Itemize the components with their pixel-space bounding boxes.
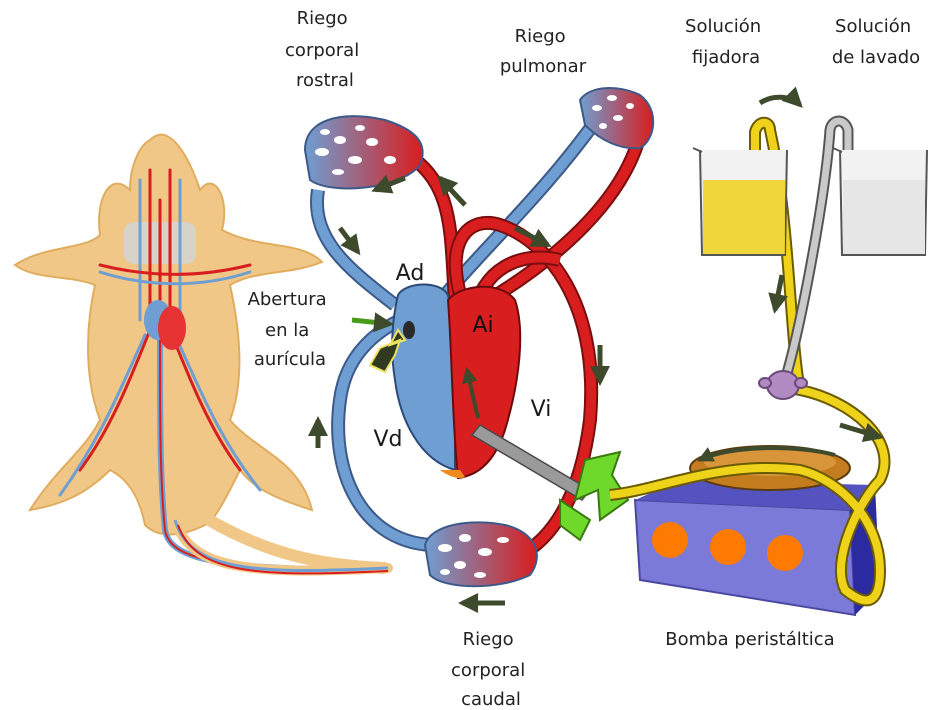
fixative-beaker: [693, 148, 787, 255]
pulmonary-capillary-bed: [580, 88, 653, 148]
mouse-illustration: [15, 135, 388, 574]
atrial-opening: [403, 321, 415, 339]
label-riego-pulmonar: Riego pulmonar: [500, 26, 587, 77]
label-solucion-fijadora: Solución fijadora: [685, 16, 767, 68]
label-riego-rostral: Riego corporal rostral: [285, 8, 365, 91]
label-riego-caudal: Riego corporal caudal: [451, 629, 531, 710]
arrow-pump-top: [760, 97, 800, 105]
pump-knob-3: [767, 535, 803, 571]
arrow-atrial-in: [352, 320, 390, 324]
wash-beaker: [833, 148, 927, 255]
label-vd: Vd: [373, 427, 402, 452]
label-ad: Ad: [396, 261, 425, 286]
label-solucion-lavado: Solución de lavado: [832, 16, 920, 68]
caudal-capillary-bed: [425, 522, 537, 586]
pump-knob-2: [710, 529, 746, 565]
arrow-rostral-descend: [340, 228, 358, 252]
label-abertura-auricula: Abertura en la aurícula: [248, 289, 333, 370]
label-bomba-peristaltica: Bomba peristáltica: [665, 629, 834, 650]
label-vi: Vi: [531, 397, 552, 422]
arrow-tube-down: [775, 275, 782, 310]
label-ai: Ai: [472, 313, 493, 338]
rostral-capillary-bed: [305, 116, 423, 188]
pump-knob-1: [652, 522, 688, 558]
